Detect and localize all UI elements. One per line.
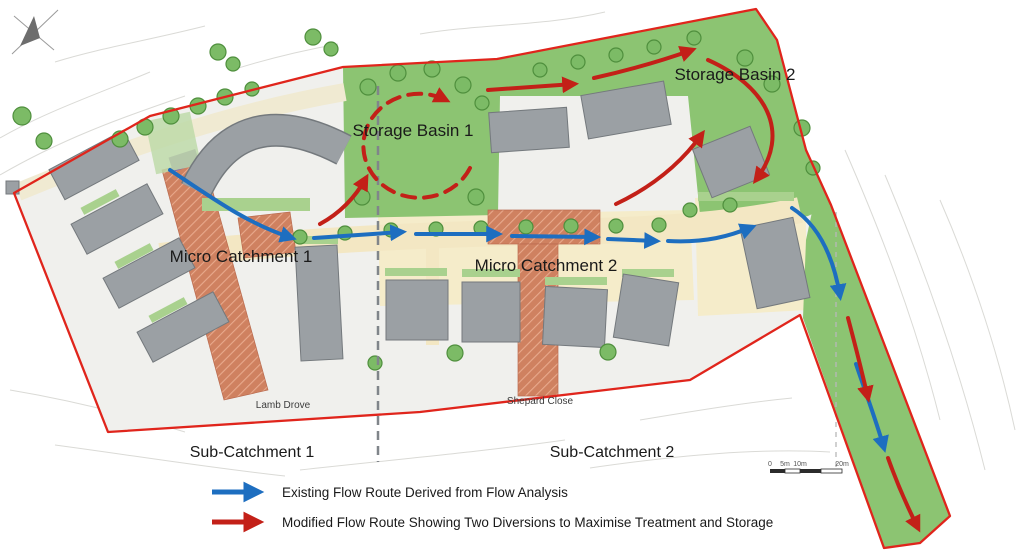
tree-icon <box>423 60 441 78</box>
building <box>294 244 344 362</box>
contour-lines <box>0 11 1016 477</box>
existing-flow-arrow <box>168 168 297 243</box>
existing-flow-routes <box>168 168 889 453</box>
building <box>70 183 164 255</box>
existing-flow-arrow <box>854 362 889 453</box>
tree-icon <box>651 217 667 233</box>
tree-icon <box>682 202 698 218</box>
building <box>102 237 196 309</box>
modified-flow-arrow <box>361 87 472 200</box>
tree-icon <box>12 106 32 126</box>
tree-icon <box>292 229 308 245</box>
existing-flow-arrow <box>312 224 408 242</box>
tree-icon <box>467 188 485 206</box>
existing-flow-arrow <box>510 228 602 246</box>
garden-strips <box>80 111 794 323</box>
building <box>136 291 230 363</box>
modified-flow-arrow <box>318 173 369 226</box>
tree-icon <box>304 28 322 46</box>
legend: Existing Flow Route Derived from Flow An… <box>212 481 773 533</box>
legend-existing-flow: Existing Flow Route Derived from Flow An… <box>212 481 568 503</box>
building <box>48 129 140 201</box>
existing-flow-arrow <box>606 232 662 249</box>
existing-flow-arrow <box>666 223 757 244</box>
modified-flow-arrow <box>486 76 580 94</box>
modified-flow-routes <box>318 46 921 533</box>
building <box>541 285 609 349</box>
tree-icon <box>359 78 377 96</box>
scale-bar: 0 5m 10m 20m <box>768 461 849 474</box>
scale-label: 0 <box>768 461 772 468</box>
tree-icon <box>646 39 662 55</box>
tree-icon <box>599 343 617 361</box>
scale-label: 20m <box>835 461 849 468</box>
tree-icon <box>532 62 548 78</box>
scale-label: 10m <box>793 461 807 468</box>
tree-icon <box>35 132 53 150</box>
tree-icon <box>686 30 702 46</box>
storage-basin-2-label: Storage Basin 2 <box>675 65 796 84</box>
legend-modified-flow: Modified Flow Route Showing Two Diversio… <box>212 511 773 533</box>
tree-icon <box>367 355 383 371</box>
north-arrow-icon <box>11 9 59 55</box>
tree-icon <box>736 49 754 67</box>
building <box>385 279 449 341</box>
tree-icon <box>608 47 624 63</box>
storage-basin-1-label: Storage Basin 1 <box>353 121 474 140</box>
tree-icon <box>209 43 227 61</box>
modified-flow-arrow <box>846 316 874 403</box>
modified-flow-arrow <box>706 58 775 185</box>
paved-junction <box>487 209 601 245</box>
micro-catchment-1-label: Micro Catchment 1 <box>170 247 313 266</box>
tree-icon <box>563 218 579 234</box>
sub-catchment-2-label: Sub-Catchment 2 <box>550 444 675 461</box>
scale-label: 5m <box>780 461 790 468</box>
tree-icon <box>608 218 624 234</box>
buildings <box>5 80 811 363</box>
building <box>612 273 680 347</box>
modified-flow-arrow <box>886 456 921 533</box>
tree-icon <box>323 41 339 57</box>
modified-flow-arrow <box>592 46 697 80</box>
legend-modified-flow-label: Modified Flow Route Showing Two Diversio… <box>282 515 773 530</box>
tree-icon <box>570 54 586 70</box>
micro-catchment-2-label: Micro Catchment 2 <box>475 256 618 275</box>
building-crescent <box>182 115 351 197</box>
sub-catchment-1-label: Sub-Catchment 1 <box>190 444 315 461</box>
modified-flow-arrow <box>614 129 705 206</box>
tree-icon <box>225 56 241 72</box>
building <box>739 216 811 310</box>
trees <box>12 28 821 371</box>
site-boundary <box>12 7 952 550</box>
tree-icon <box>722 197 738 213</box>
tree-icon <box>474 95 490 111</box>
tree-icon <box>763 75 781 93</box>
shepard-close-label: Shepard Close <box>507 396 574 407</box>
tree-icon <box>446 344 464 362</box>
building <box>580 80 672 140</box>
building <box>488 106 570 154</box>
tree-icon <box>389 64 407 82</box>
tree-icon <box>454 76 472 94</box>
legend-existing-flow-label: Existing Flow Route Derived from Flow An… <box>282 485 568 500</box>
existing-flow-arrow <box>790 206 847 301</box>
lamb-drove-label: Lamb Drove <box>256 400 311 411</box>
building <box>691 125 771 199</box>
tree-icon <box>518 219 534 235</box>
building <box>461 281 521 343</box>
